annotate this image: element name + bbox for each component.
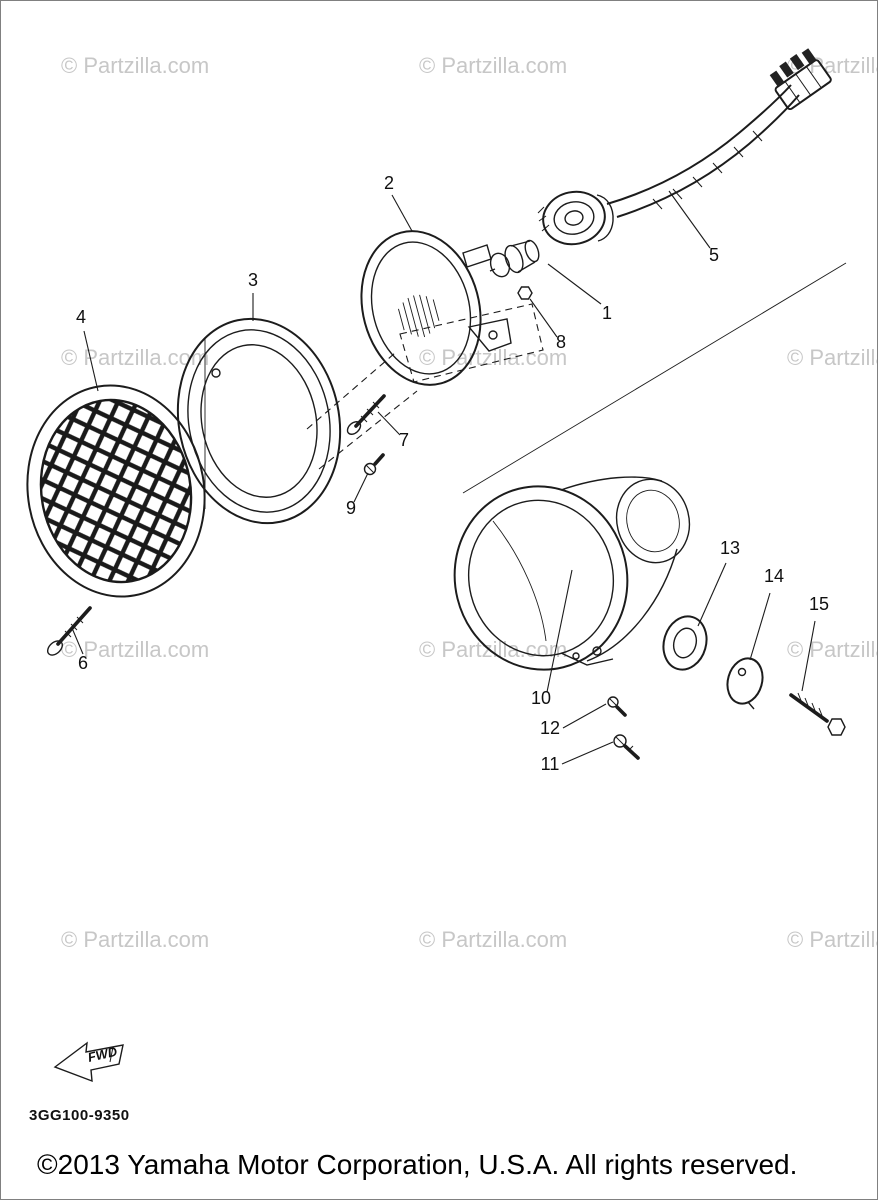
copyright-text: ©2013 Yamaha Motor Corporation, U.S.A. A… — [37, 1149, 798, 1180]
small-screw-drawing — [363, 453, 385, 476]
grommet-drawing — [662, 615, 708, 671]
part-number-labels: 1 2 3 4 5 6 7 8 9 10 11 12 13 14 15 — [76, 173, 829, 774]
housing-drawing — [453, 476, 691, 671]
cover-plate-drawing — [726, 657, 764, 710]
part-label-13: 13 — [720, 538, 740, 558]
fwd-label: FWD — [86, 1044, 119, 1065]
bulb-drawing — [489, 239, 540, 278]
grille-screw-drawing — [46, 606, 92, 656]
leader-lines — [71, 190, 816, 765]
watermark: © Partzilla.com — [419, 53, 568, 78]
watermark: © Partzilla.com — [787, 345, 877, 370]
headlight-rim-drawing — [176, 317, 342, 525]
watermark: © Partzilla.com — [61, 637, 210, 662]
part-label-14: 14 — [764, 566, 784, 586]
rim-screw-drawing — [346, 394, 386, 435]
watermark: © Partzilla.com — [61, 345, 210, 370]
part-label-11: 11 — [541, 754, 560, 774]
nut-drawing — [517, 286, 533, 300]
part-label-5: 5 — [709, 245, 719, 265]
housing-screw-small-drawing — [607, 696, 627, 717]
mounting-bolt-drawing — [789, 692, 846, 736]
watermark: © Partzilla.com — [787, 637, 877, 662]
watermark: © Partzilla.com — [787, 927, 877, 952]
part-label-12: 12 — [540, 718, 560, 738]
part-label-1: 1 — [602, 303, 612, 323]
part-label-3: 3 — [248, 270, 258, 290]
lens-unit-drawing — [360, 230, 512, 386]
part-label-6: 6 — [78, 653, 88, 673]
part-label-9: 9 — [346, 498, 356, 518]
part-label-8: 8 — [556, 332, 566, 352]
part-label-7: 7 — [399, 430, 409, 450]
grille-cover-drawing — [26, 384, 206, 598]
watermark: © Partzilla.com — [61, 927, 210, 952]
part-label-10: 10 — [531, 688, 551, 708]
watermark: © Partzilla.com — [61, 53, 210, 78]
fwd-arrow-icon: FWD — [53, 1041, 124, 1083]
part-label-4: 4 — [76, 307, 86, 327]
watermark: © Partzilla.com — [419, 637, 568, 662]
socket-harness-drawing — [537, 48, 832, 246]
drawing-number: 3GG100-9350 — [29, 1107, 130, 1124]
construction-lines — [204, 262, 847, 509]
watermark: © Partzilla.com — [419, 927, 568, 952]
part-label-2: 2 — [384, 173, 394, 193]
part-label-15: 15 — [809, 594, 829, 614]
connector-icon — [769, 48, 832, 111]
housing-screw-drawing — [613, 734, 640, 760]
